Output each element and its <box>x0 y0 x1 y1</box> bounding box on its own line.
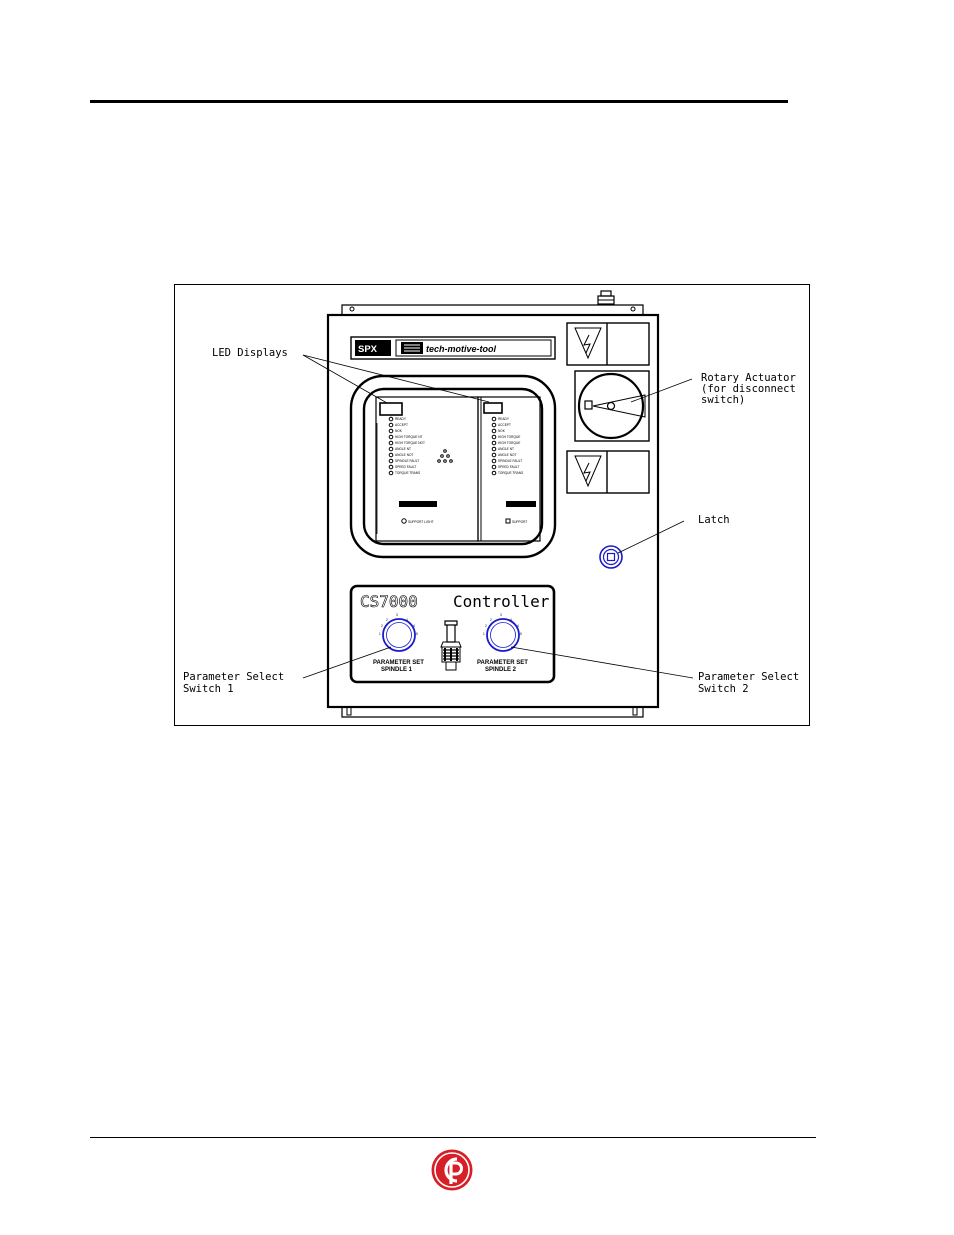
svg-text:2: 2 <box>490 618 492 622</box>
knob-2-caption-line-2: SPINDLE 2 <box>485 667 517 673</box>
svg-text:1: 1 <box>483 632 485 636</box>
cable-gland <box>597 290 615 305</box>
status-label: SPINDLE FAULT <box>395 459 419 463</box>
status-label: TORQUE TRANS <box>498 471 523 475</box>
svg-text:4: 4 <box>517 624 519 628</box>
module-2-bottom-label: SUPPORT <box>512 520 527 524</box>
hazard-label-bottom <box>566 450 650 494</box>
status-label: HIGH TORQUE <box>498 441 520 445</box>
callout-led-displays: LED Displays <box>212 347 288 359</box>
status-label: ACCEPT <box>498 423 511 427</box>
parameter-select-knob-2: 3 2 4 1 5 2 4 PARAMETER SET SPINDLE 2 <box>477 613 528 673</box>
module-1-bottom-label: SUPPORT LIGHT <box>408 520 434 524</box>
knob-2-caption-line-1: PARAMETER SET <box>477 660 528 666</box>
enclosure-body <box>326 313 660 709</box>
callout-latch: Latch <box>698 514 730 526</box>
svg-text:5: 5 <box>520 632 522 636</box>
svg-text:4: 4 <box>510 618 512 622</box>
status-label: SPEED FAULT <box>395 465 416 469</box>
display-window: SUPPORT LIGHT READY ACCEPT NOK HIGH TORQ… <box>349 374 557 559</box>
callout-rotary-actuator-line-2: (for disconnect <box>701 383 796 395</box>
header-rule <box>90 100 788 103</box>
callout-rotary-actuator-line-1: Rotary Actuator <box>701 372 796 384</box>
knob-1-caption-line-1: PARAMETER SET <box>373 660 424 666</box>
svg-text:1: 1 <box>379 632 381 636</box>
status-label: NOK <box>395 429 403 433</box>
led-display-1 <box>379 402 403 416</box>
svg-text:2: 2 <box>485 624 487 628</box>
electrical-hazard-icon <box>574 327 602 360</box>
controller-nameplate: CS7000 Controller 3 2 4 1 5 2 4 PARAMETE… <box>349 584 556 684</box>
enclosure-top-flange <box>341 304 644 315</box>
status-label: READY <box>498 417 510 421</box>
status-label: TORQUE TRANS <box>395 471 420 475</box>
status-leds-2: READY ACCEPT NOK HIGH TORQUE HIGH TORQUE… <box>491 416 523 476</box>
status-label: SPEED FAULT <box>498 465 519 469</box>
status-label: NOK <box>498 429 506 433</box>
status-label: HIGH TORQUE <box>498 435 520 439</box>
brand-plate: SPX tech-motive-tool <box>350 336 556 360</box>
status-leds-1: READY ACCEPT NOK HIGH TORQUE NT HIGH TOR… <box>388 416 425 476</box>
status-label: ACCEPT <box>395 423 408 427</box>
status-label: READY <box>395 417 407 421</box>
hazard-label-top <box>566 322 650 366</box>
parameter-select-knob-1: 3 2 4 1 5 2 4 PARAMETER SET SPINDLE 1 <box>373 613 424 673</box>
led-display-2 <box>483 402 503 414</box>
toggle-switch <box>440 620 462 671</box>
callout-param-switch-1-line-1: Parameter Select <box>183 671 284 683</box>
enclosure-bottom-flange <box>341 707 644 718</box>
brand-spx: SPX <box>358 344 378 355</box>
callout-param-switch-2-line-1: Parameter Select <box>698 671 799 683</box>
controller-figure: SPX tech-motive-tool SUPPORT LIGHT <box>174 284 810 726</box>
status-label: ANGLE NT <box>395 447 411 451</box>
brand-tech-motive-tool: tech-motive-tool <box>426 344 497 354</box>
svg-text:4: 4 <box>413 624 415 628</box>
panel-word: Controller <box>453 592 550 611</box>
callout-param-switch-2-line-2: Switch 2 <box>698 683 749 695</box>
status-label: ANGLE NT <box>498 447 514 451</box>
electrical-hazard-icon <box>574 455 602 488</box>
svg-text:5: 5 <box>416 632 418 636</box>
network-indicator <box>437 449 453 463</box>
svg-text:4: 4 <box>406 618 408 622</box>
svg-text:3: 3 <box>396 613 398 617</box>
controller-module-2 <box>477 396 541 542</box>
svg-text:2: 2 <box>381 624 383 628</box>
status-label: ANGLE NOT <box>498 453 516 457</box>
svg-text:3: 3 <box>500 613 502 617</box>
status-label: HIGH TORQUE NT <box>395 435 423 439</box>
callout-param-switch-1-line-2: Switch 1 <box>183 683 234 695</box>
status-label: HIGH TORQUE NOT <box>395 441 425 445</box>
panel-model: CS7000 <box>360 592 418 611</box>
leader-lines <box>302 354 694 679</box>
controller-drawing: SPX tech-motive-tool SUPPORT LIGHT <box>183 290 799 718</box>
knob-1-caption-line-2: SPINDLE 1 <box>381 667 413 673</box>
status-label: SPINDLE FAULT <box>498 459 522 463</box>
svg-text:2: 2 <box>386 618 388 622</box>
rotary-actuator <box>574 370 650 442</box>
status-label: ANGLE NOT <box>395 453 413 457</box>
cp-logo-icon <box>430 1148 474 1192</box>
footer-rule <box>90 1137 816 1138</box>
callout-rotary-actuator-line-3: switch) <box>701 394 745 406</box>
latch <box>599 545 623 569</box>
